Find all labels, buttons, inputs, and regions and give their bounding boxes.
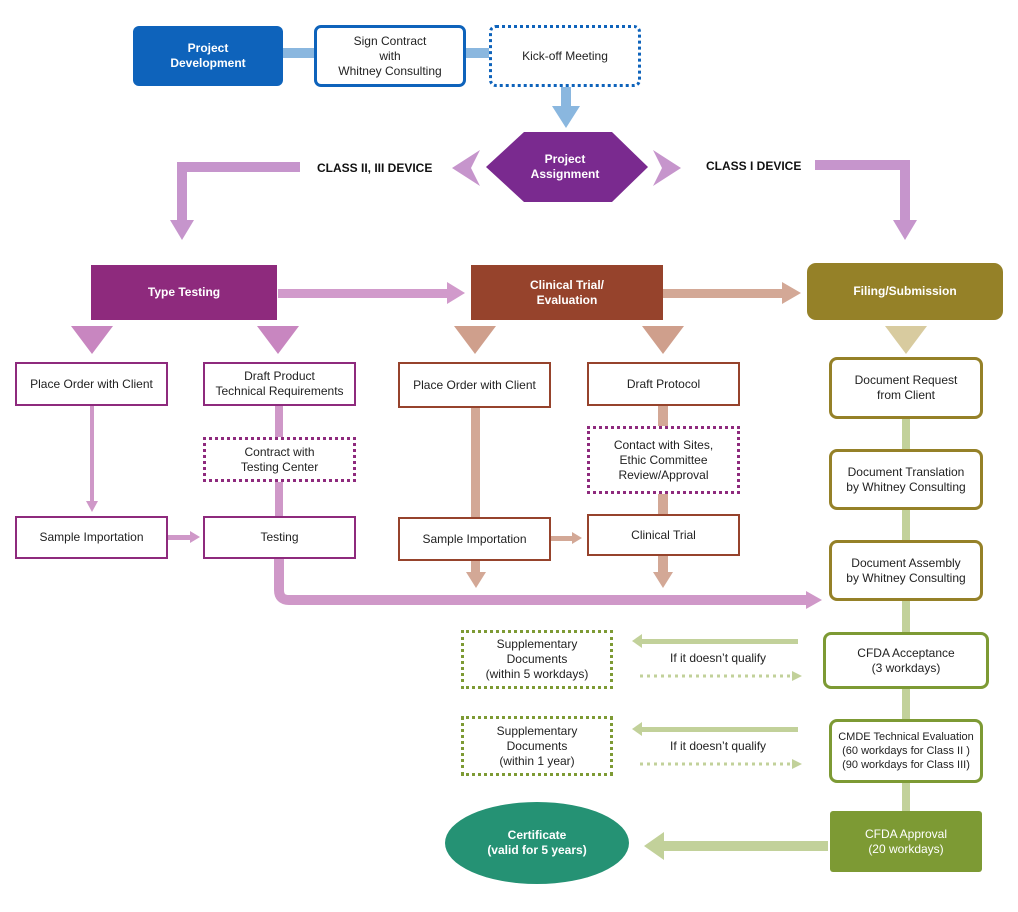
chevron-type-right bbox=[257, 326, 299, 354]
not-qualify-label-1: If it doesn’t qualify bbox=[670, 651, 767, 665]
contract-testing-center-box: Contract with Testing Center bbox=[203, 437, 356, 482]
connector-testing-filing bbox=[274, 558, 808, 605]
project-development-box: Project Development bbox=[133, 26, 283, 86]
draft-protocol-box: Draft Protocol bbox=[587, 362, 740, 406]
clinical-sample-importation-box: Sample Importation bbox=[398, 517, 551, 561]
cfda-acceptance-box: CFDA Acceptance (3 workdays) bbox=[823, 632, 989, 689]
arrowhead-sample-trial bbox=[572, 532, 582, 544]
arrowhead-trial-down bbox=[653, 572, 673, 588]
line-trial-down bbox=[658, 555, 668, 573]
document-assembly-box: Document Assembly by Whitney Consulting bbox=[829, 540, 983, 601]
kickoff-meeting-box: Kick-off Meeting bbox=[489, 25, 641, 87]
line-sample-trial bbox=[550, 536, 574, 541]
line-contract-testing bbox=[275, 482, 283, 517]
connector-clinical-filing bbox=[663, 289, 785, 298]
arrow-acceptance-supp bbox=[640, 639, 798, 644]
clinical-trial-header: Clinical Trial/ Evaluation bbox=[471, 265, 663, 320]
draft-technical-requirements-box: Draft Product Technical Requirements bbox=[203, 362, 356, 406]
line-filing-column-5 bbox=[902, 782, 910, 812]
certificate-label: Certificate (valid for 5 years) bbox=[487, 828, 587, 857]
line-order-sample-type bbox=[90, 405, 94, 503]
arrowhead-testing-filing bbox=[806, 591, 822, 609]
supplementary-1-year-box: Supplementary Documents (within 1 year) bbox=[461, 716, 613, 776]
chevron-clinical-left bbox=[454, 326, 496, 354]
type-testing-header: Type Testing bbox=[91, 265, 277, 320]
type-sample-importation-box: Sample Importation bbox=[15, 516, 168, 559]
connector-kickoff-assignment bbox=[561, 86, 571, 108]
line-protocol-contact bbox=[658, 405, 668, 427]
line-filing-column-2 bbox=[902, 509, 910, 541]
connector-class-right bbox=[815, 160, 910, 222]
connector-dev-contract bbox=[283, 48, 315, 58]
connector-type-clinical bbox=[278, 289, 450, 298]
chevron-type-left bbox=[71, 326, 113, 354]
line-order-sample-clinical bbox=[471, 408, 480, 573]
arrowhead-clinical-filing bbox=[782, 282, 801, 304]
arrowhead-order-sample-clinical bbox=[466, 572, 486, 588]
sign-contract-box: Sign Contract with Whitney Consulting bbox=[314, 25, 466, 87]
arrowhead-order-sample-type bbox=[86, 501, 98, 512]
contact-sites-box: Contact with Sites, Ethic Committee Revi… bbox=[587, 426, 740, 494]
line-sample-testing bbox=[168, 535, 192, 540]
arrowhead-kickoff-assignment bbox=[552, 106, 580, 128]
cfda-approval-box: CFDA Approval (20 workdays) bbox=[830, 811, 982, 872]
arrowhead-type-clinical bbox=[447, 282, 465, 304]
arrowhead-supp-acceptance bbox=[792, 671, 802, 681]
arrowhead-supp-cmde bbox=[792, 759, 802, 769]
arrowhead-acceptance-supp bbox=[632, 634, 642, 648]
arrowhead-class-right bbox=[653, 150, 681, 186]
chevron-clinical-right bbox=[642, 326, 684, 354]
line-filing-column-3 bbox=[902, 600, 910, 633]
connector-contract-kickoff bbox=[465, 48, 491, 58]
certificate-ellipse bbox=[445, 802, 629, 884]
project-assignment-hexagon bbox=[486, 132, 648, 202]
line-contact-trial bbox=[658, 494, 668, 514]
document-request-box: Document Request from Client bbox=[829, 357, 983, 419]
arrow-cmde-supp bbox=[640, 727, 798, 732]
type-place-order-box: Place Order with Client bbox=[15, 362, 168, 406]
connector-approval-certificate bbox=[660, 841, 828, 851]
clinical-trial-box: Clinical Trial bbox=[587, 514, 740, 556]
arrowhead-class-right-down bbox=[893, 220, 917, 240]
arrowhead-approval-certificate bbox=[644, 832, 664, 860]
clinical-place-order-box: Place Order with Client bbox=[398, 362, 551, 408]
cmde-evaluation-box: CMDE Technical Evaluation (60 workdays f… bbox=[829, 719, 983, 783]
line-filing-column-4 bbox=[902, 688, 910, 720]
filing-submission-header: Filing/Submission bbox=[807, 263, 1003, 320]
supplementary-5-workdays-box: Supplementary Documents (within 5 workda… bbox=[461, 630, 613, 689]
arrowhead-class-left-down bbox=[170, 220, 194, 240]
connector-class-left bbox=[177, 162, 300, 222]
not-qualify-label-2: If it doesn’t qualify bbox=[670, 739, 767, 753]
testing-box: Testing bbox=[203, 516, 356, 559]
line-draft-contract bbox=[275, 405, 283, 438]
line-filing-column bbox=[902, 418, 910, 450]
arrowhead-class-left bbox=[452, 150, 480, 186]
class-i-label: CLASS I DEVICE bbox=[706, 159, 802, 173]
class-ii-iii-label: CLASS II, III DEVICE bbox=[317, 161, 433, 175]
document-translation-box: Document Translation by Whitney Consulti… bbox=[829, 449, 983, 510]
project-assignment-label: Project Assignment bbox=[530, 152, 600, 181]
arrowhead-cmde-supp bbox=[632, 722, 642, 736]
chevron-filing bbox=[885, 326, 927, 354]
arrowhead-sample-testing bbox=[190, 531, 200, 543]
